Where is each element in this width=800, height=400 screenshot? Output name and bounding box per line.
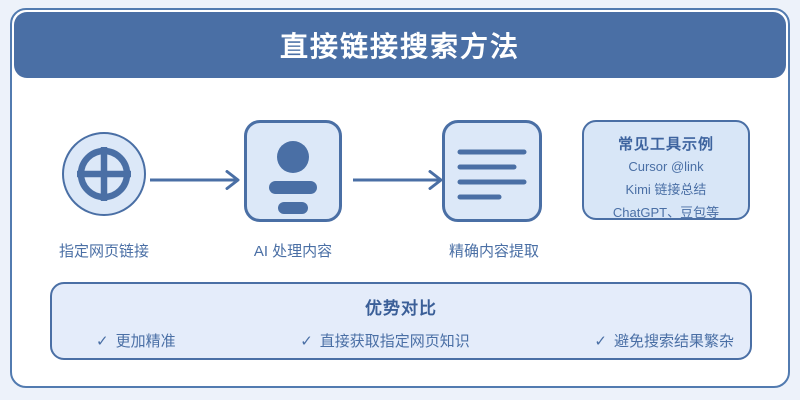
tools-examples-box: 常见工具示例 Cursor @link Kimi 链接总结 ChatGPT、豆包…	[582, 120, 750, 220]
step3-label: 精确内容提取	[448, 243, 539, 260]
advantage-item-avoid-clutter: ✓ 避免搜索结果繁杂	[594, 330, 734, 351]
document-lines-icon	[457, 149, 527, 200]
advantage-item-accuracy: ✓ 更加精准	[96, 330, 176, 351]
check-icon: ✓	[594, 333, 607, 350]
diagram-card: 直接链接搜索方法 指定网页链接 AI	[10, 8, 790, 388]
tools-item-cursor: Cursor @link	[628, 159, 704, 174]
step1-icon-container	[62, 132, 146, 216]
right-arrow-icon	[150, 170, 240, 190]
check-icon: ✓	[96, 333, 109, 350]
right-arrow-icon	[353, 170, 443, 190]
step1-label: 指定网页链接	[58, 243, 149, 260]
advantage-item-label: 避免搜索结果繁杂	[613, 333, 734, 350]
advantage-item-label: 更加精准	[115, 333, 176, 350]
tools-item-chatgpt: ChatGPT、豆包等	[612, 205, 720, 220]
step2-icon-container	[244, 120, 342, 222]
advantages-items-row: ✓ 更加精准 ✓ 直接获取指定网页知识 ✓ 避免搜索结果繁杂	[52, 319, 750, 351]
step2-label: AI 处理内容	[253, 243, 333, 260]
globe-crosshair-icon	[77, 147, 131, 201]
tools-box-title: 常见工具示例	[617, 136, 714, 153]
advantage-item-label: 直接获取指定网页知识	[319, 333, 470, 350]
step3-icon-container	[442, 120, 542, 222]
ai-profile-icon	[269, 141, 317, 214]
page-title: 直接链接搜索方法	[279, 31, 520, 62]
tools-item-kimi: Kimi 链接总结	[625, 182, 707, 197]
check-icon: ✓	[300, 333, 313, 350]
advantages-title: 优势对比	[365, 299, 437, 318]
advantage-item-direct-knowledge: ✓ 直接获取指定网页知识	[300, 330, 470, 351]
advantages-box: 优势对比 ✓ 更加精准 ✓ 直接获取指定网页知识 ✓ 避免搜索结果繁杂	[50, 282, 752, 360]
title-bar: 直接链接搜索方法	[14, 12, 786, 78]
